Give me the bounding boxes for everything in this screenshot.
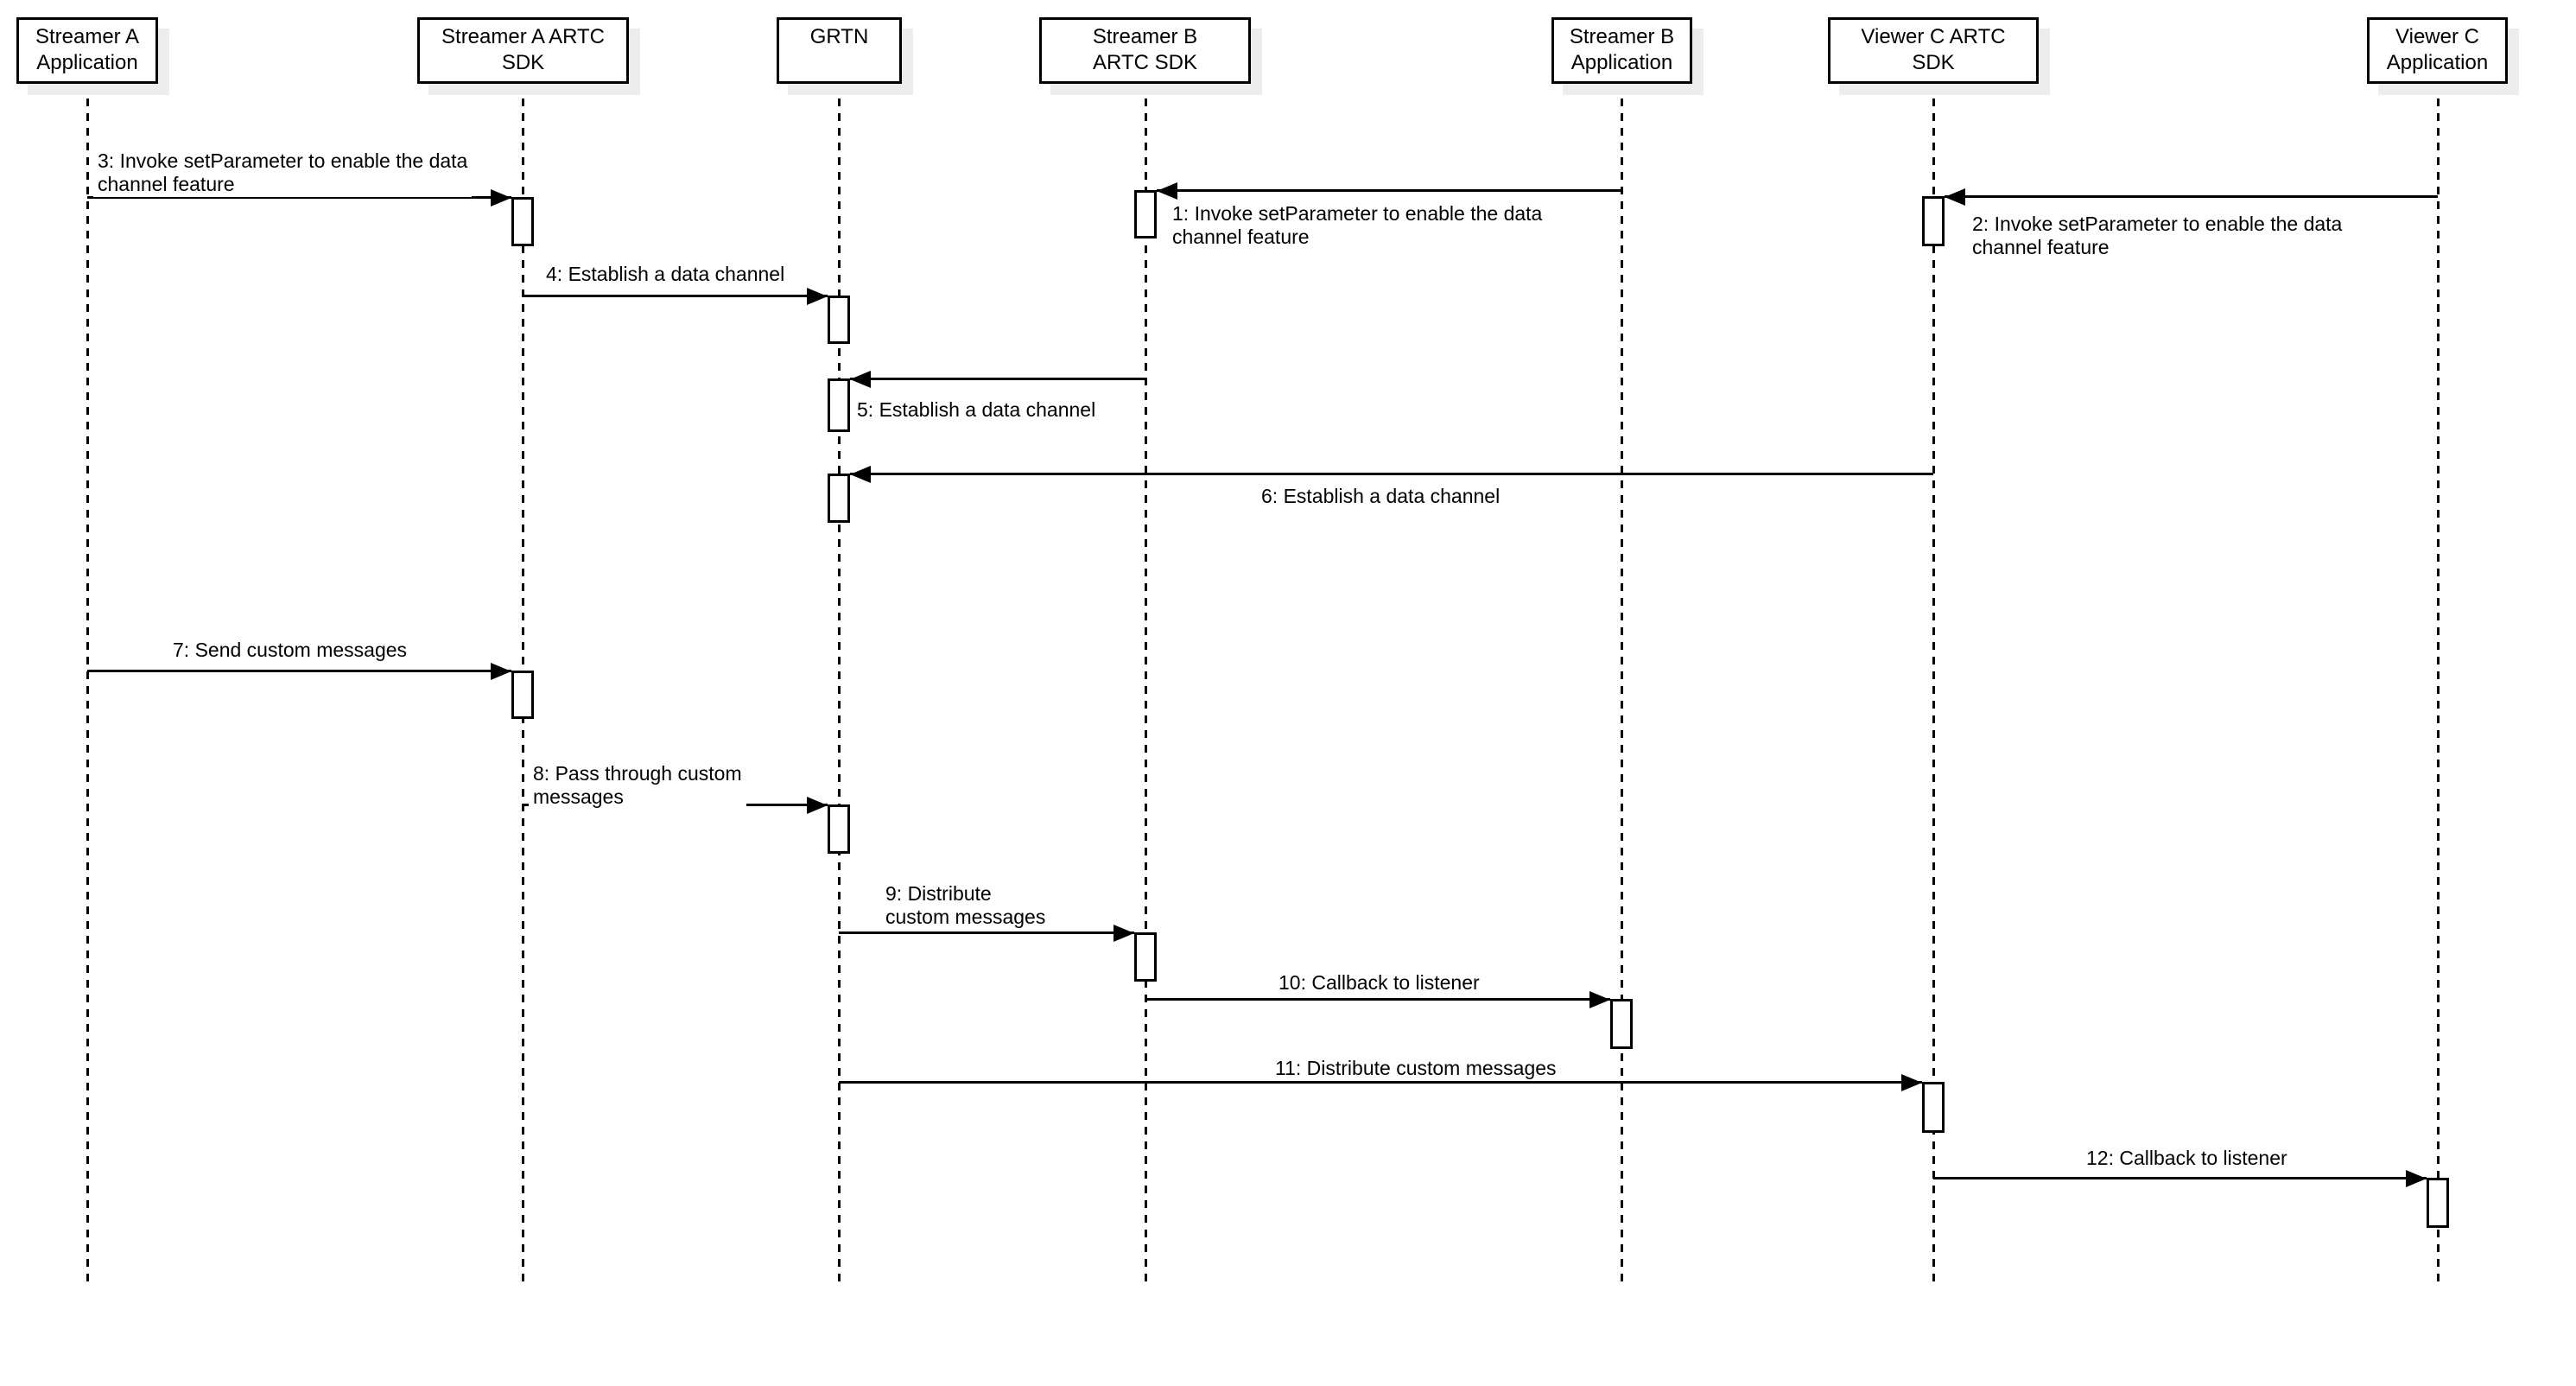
- actor-label-line: Streamer A: [35, 25, 140, 48]
- actor-box-viewer-c-artc-sdk: Viewer C ARTC SDK: [1828, 17, 2039, 84]
- activation-bar-grtn-3: [828, 296, 850, 344]
- activation-bar-viewer-c-artc-sdk-1: [1922, 196, 1945, 246]
- message-arrowhead-m3: [491, 189, 511, 207]
- actor-label-line: GRTN: [809, 25, 869, 48]
- actor-box-grtn: GRTN: [777, 17, 902, 84]
- lifeline-streamer-b-artc-sdk: [1145, 84, 1147, 1283]
- activation-bar-grtn-7: [828, 804, 850, 854]
- message-label-line: 8: Pass through custom: [533, 762, 742, 785]
- actor-label-line: Viewer C: [2395, 25, 2479, 48]
- message-arrowhead-m5: [850, 371, 871, 388]
- message-label-line: 7: Send custom messages: [173, 639, 408, 661]
- message-line-m5: [850, 378, 1145, 380]
- message-label-line: channel feature: [1972, 236, 2110, 258]
- actor-label-line: Application: [1570, 51, 1673, 74]
- message-label-line: 6: Establish a data channel: [1261, 485, 1501, 507]
- message-label-line: 3: Invoke setParameter to enable the dat…: [98, 149, 468, 172]
- message-label-line: channel feature: [1172, 226, 1310, 248]
- message-label-m3: 3: Invoke setParameter to enable the dat…: [93, 149, 473, 197]
- message-label-line: custom messages: [885, 906, 1046, 928]
- message-label-line: 9: Distribute: [885, 882, 992, 905]
- activation-bar-streamer-b-artc-sdk-8: [1134, 932, 1157, 982]
- message-line-m9: [839, 931, 1134, 934]
- actor-box-streamer-b-application: Streamer B Application: [1551, 17, 1692, 84]
- message-label-line: 12: Callback to listener: [2086, 1147, 2287, 1169]
- message-arrowhead-m7: [491, 663, 511, 680]
- message-arrowhead-m8: [807, 797, 828, 814]
- actor-label-line: ARTC SDK: [1093, 51, 1197, 74]
- message-arrowhead-m10: [1589, 991, 1610, 1008]
- activation-bar-viewer-c-application-11: [2427, 1178, 2449, 1228]
- lifeline-grtn: [838, 84, 841, 1283]
- message-arrowhead-m4: [807, 288, 828, 305]
- message-arrowhead-m1: [1157, 182, 1177, 200]
- actor-box-streamer-a-application: Streamer A Application: [16, 17, 158, 84]
- message-label-line: 1: Invoke setParameter to enable the dat…: [1172, 202, 1543, 225]
- message-label-m6: 6: Establish a data channel: [1257, 484, 1505, 509]
- lifeline-viewer-c-application: [2437, 84, 2440, 1283]
- message-line-m4: [523, 295, 828, 297]
- activation-bar-grtn-4: [828, 378, 850, 432]
- actor-box-viewer-c-application: Viewer C Application: [2367, 17, 2508, 84]
- actor-label-line: Streamer A ARTC: [441, 25, 605, 48]
- message-arrowhead-m12: [2406, 1170, 2427, 1187]
- message-label-line: 5: Establish a data channel: [857, 398, 1096, 421]
- activation-bar-streamer-b-application-9: [1610, 999, 1633, 1049]
- message-label-m11: 11: Distribute custom messages: [1271, 1056, 1561, 1081]
- message-label-line: messages: [533, 785, 624, 808]
- message-line-m10: [1145, 998, 1610, 1001]
- message-label-m5: 5: Establish a data channel: [853, 397, 1101, 423]
- actor-label-line: Application: [2386, 51, 2489, 74]
- message-line-m11: [839, 1081, 1922, 1084]
- message-line-m1: [1157, 189, 1621, 192]
- message-label-m12: 12: Callback to listener: [2082, 1146, 2292, 1171]
- activation-bar-streamer-b-artc-sdk-0: [1134, 190, 1157, 238]
- activation-bar-grtn-5: [828, 474, 850, 523]
- message-label-m10: 10: Callback to listener: [1274, 970, 1484, 995]
- message-arrowhead-m2: [1945, 188, 1965, 206]
- message-label-line: 4: Establish a data channel: [546, 263, 785, 285]
- message-line-m7: [87, 670, 511, 672]
- activation-bar-streamer-a-artc-sdk-2: [511, 197, 534, 246]
- actor-box-streamer-b-artc-sdk: Streamer B ARTC SDK: [1039, 17, 1251, 84]
- message-arrowhead-m9: [1114, 925, 1134, 942]
- message-line-m2: [1945, 195, 2438, 198]
- lifeline-viewer-c-artc-sdk: [1932, 84, 1935, 1283]
- message-label-line: 10: Callback to listener: [1278, 971, 1480, 994]
- message-arrowhead-m11: [1901, 1074, 1922, 1091]
- actor-label-line: Viewer C ARTC: [1861, 25, 2006, 48]
- actor-label-line: Application: [36, 51, 138, 74]
- actor-label-line: SDK: [501, 51, 545, 74]
- message-line-m12: [1933, 1177, 2427, 1179]
- message-label-line: 11: Distribute custom messages: [1275, 1057, 1557, 1079]
- message-label-m2: 2: Invoke setParameter to enable the dat…: [1968, 212, 2347, 260]
- message-arrowhead-m6: [850, 466, 871, 483]
- message-label-m4: 4: Establish a data channel: [542, 262, 790, 287]
- actor-box-streamer-a-artc-sdk: Streamer A ARTC SDK: [417, 17, 629, 84]
- message-line-m6: [850, 473, 1933, 475]
- message-line-m3: [87, 196, 511, 199]
- actor-label-line: Streamer B: [1092, 25, 1198, 48]
- lifeline-streamer-a-application: [86, 84, 89, 1283]
- lifeline-streamer-b-application: [1621, 84, 1623, 1283]
- actor-label-line: SDK: [1912, 51, 1955, 74]
- message-label-line: channel feature: [98, 173, 235, 195]
- message-label-m7: 7: Send custom messages: [168, 638, 412, 663]
- activation-bar-streamer-a-artc-sdk-6: [511, 671, 534, 719]
- message-label-line: 2: Invoke setParameter to enable the dat…: [1972, 213, 2343, 235]
- message-label-m1: 1: Invoke setParameter to enable the dat…: [1168, 201, 1547, 250]
- activation-bar-viewer-c-artc-sdk-10: [1922, 1082, 1945, 1133]
- actor-label-line: Streamer B: [1569, 25, 1675, 48]
